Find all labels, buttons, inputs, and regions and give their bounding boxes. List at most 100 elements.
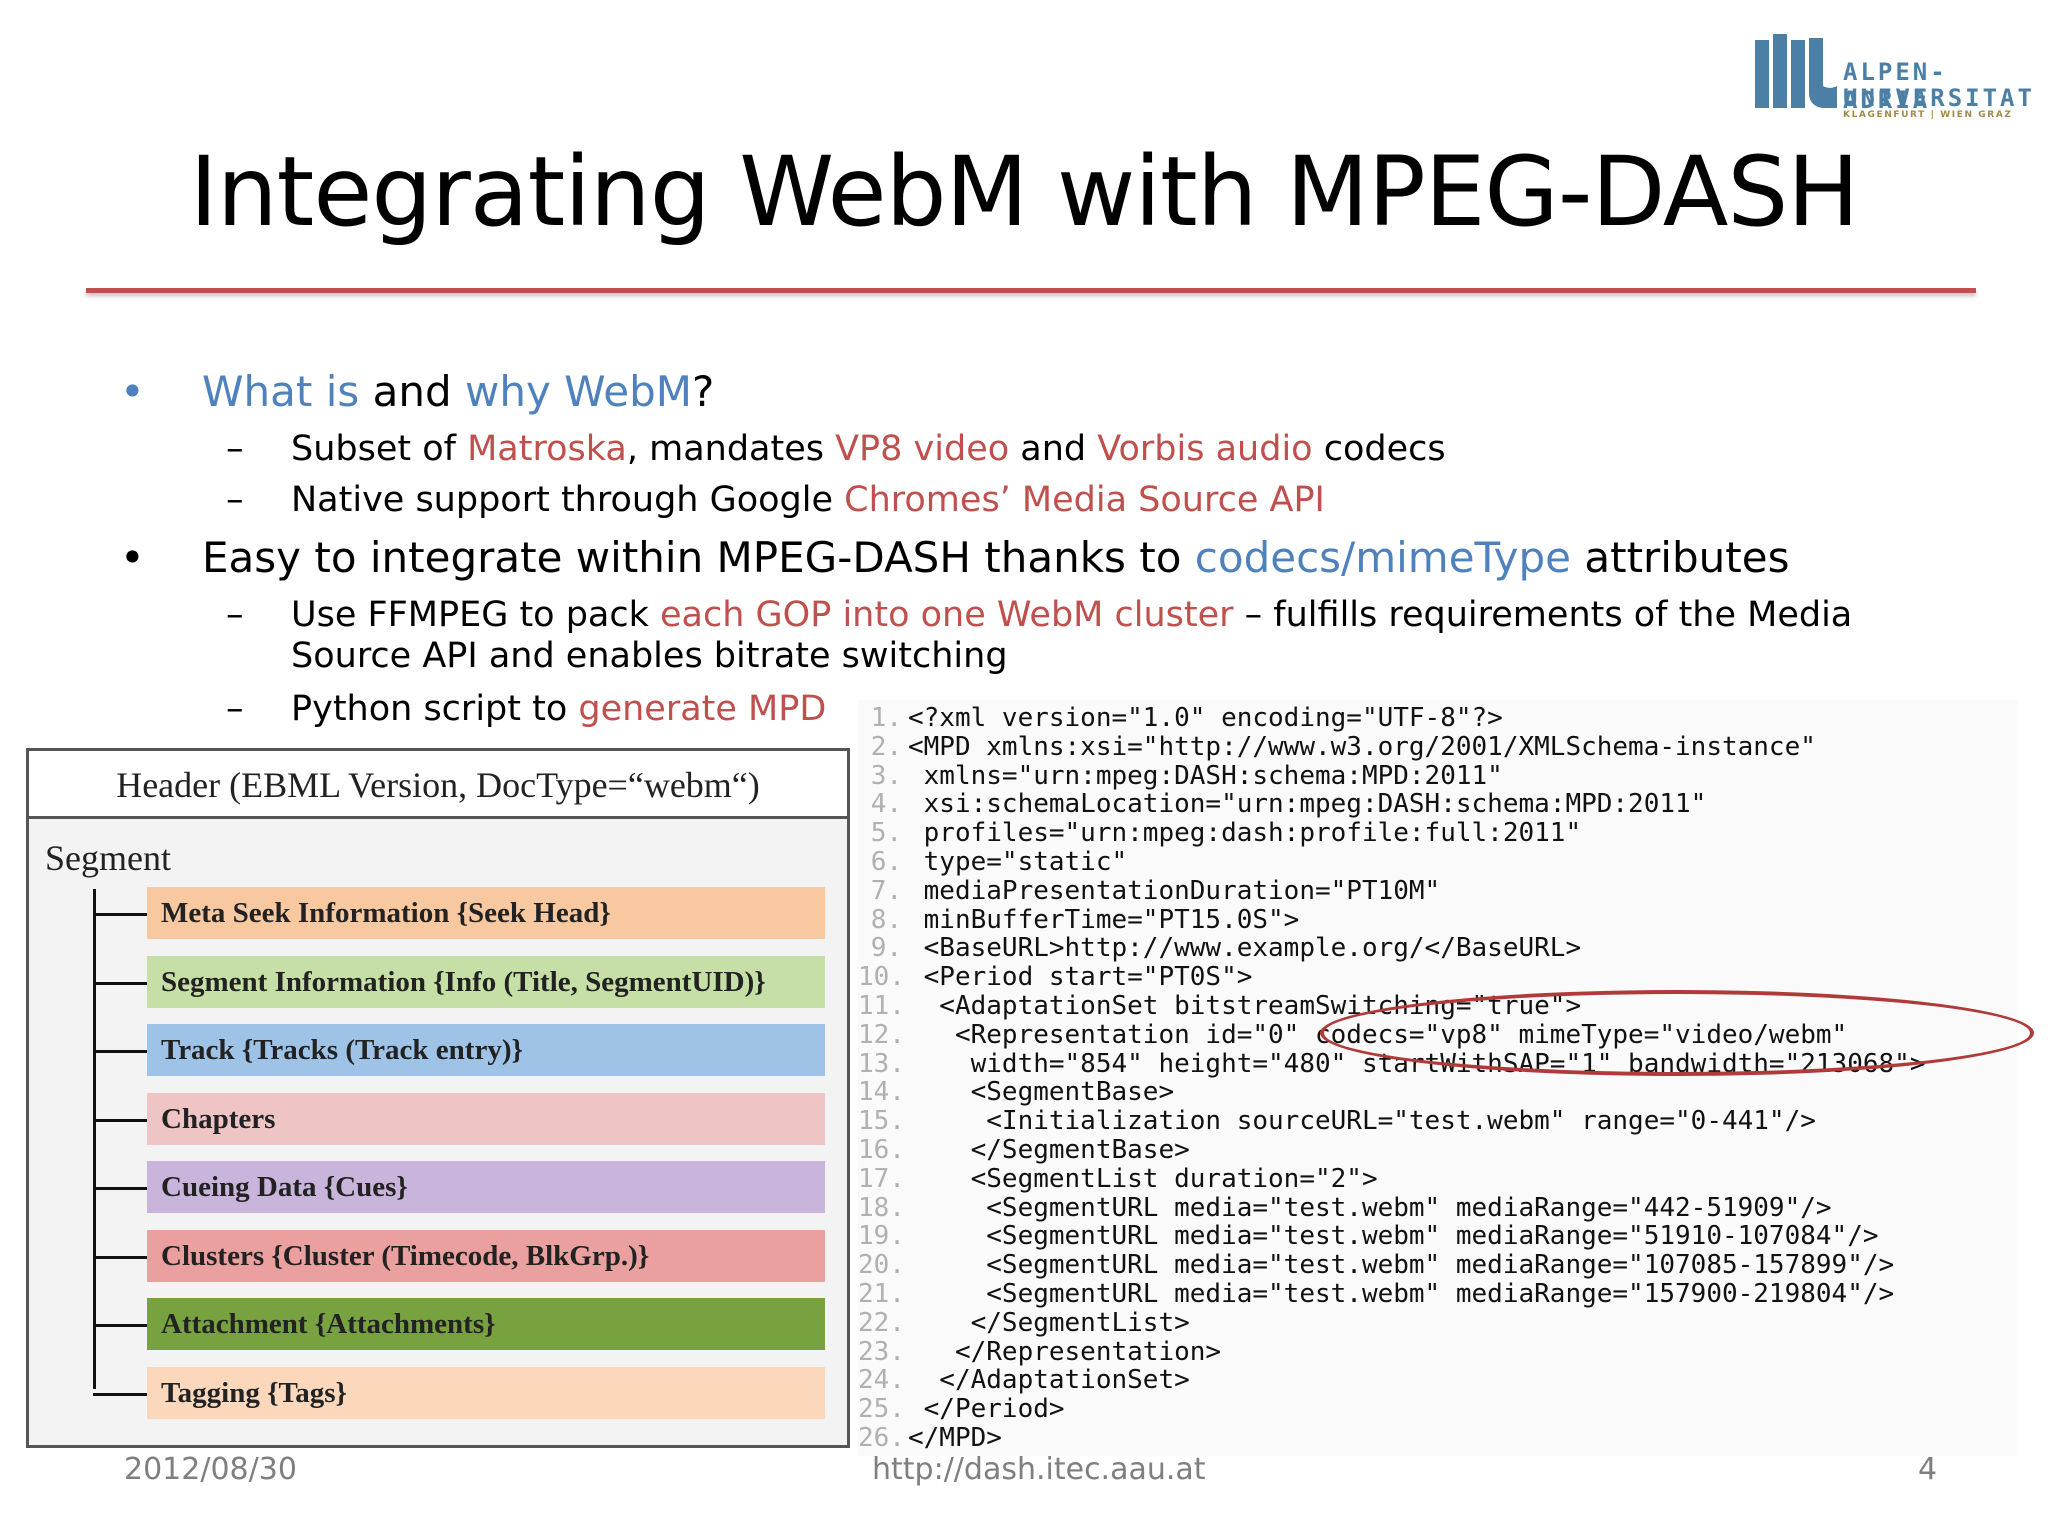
logo-text-line2: UNIVERSITAT [1843, 84, 2035, 112]
logo-text-line1: ALPEN-ADRIA [1843, 58, 1948, 114]
diagram-segment-label: Segment [45, 838, 171, 878]
code-line-text: </Representation> [908, 1336, 1222, 1367]
diagram-element-box: Segment Information {Info (Title, Segmen… [147, 955, 825, 1008]
bullet-marker: • [120, 533, 145, 582]
bullet-text-segment: and [1009, 429, 1098, 469]
bullet-text-segment: What is [202, 367, 360, 416]
code-line-text: <SegmentURL media="test.webm" mediaRange… [908, 1279, 1895, 1309]
code-line-text: <MPD xmlns:xsi="http://www.w3.org/2001/X… [908, 731, 1816, 762]
code-line-text: <SegmentURL media="test.webm" mediaRange… [908, 1221, 1879, 1252]
code-line-text: <Initialization sourceURL="test.webm" ra… [908, 1106, 1816, 1137]
code-line-number: 2. [870, 731, 902, 762]
sub-bullet-ffmpeg-continued: Source API and enables bitrate switching [291, 636, 1008, 676]
code-line-number: 26. [858, 1423, 905, 1453]
code-line-text: <?xml version="1.0" encoding="UTF-8"?> [908, 703, 1503, 733]
diagram-header: Header (EBML Version, DocType=“webm“) [29, 751, 847, 819]
code-line-text: </SegmentList> [908, 1307, 1190, 1338]
code-line-text: </MPD> [908, 1423, 1002, 1453]
bullet-text-segment: Use FFMPEG to pack [291, 595, 661, 635]
code-line-text: xsi:schemaLocation="urn:mpeg:DASH:schema… [908, 789, 1707, 820]
bullet-easy-integrate: Easy to integrate within MPEG-DASH thank… [202, 532, 1789, 584]
sub-bullet-python-script: Python script to generate MPD [291, 688, 826, 730]
code-line-text: <SegmentBase> [908, 1077, 1175, 1108]
code-line-number: 1. [870, 703, 902, 733]
diagram-branch-line [93, 1392, 173, 1396]
diagram-branch-line [93, 1187, 173, 1190]
diagram-branch-line [93, 981, 173, 985]
diagram-branch-line [93, 1324, 173, 1327]
code-line-number: 24. [858, 1365, 905, 1396]
code-line-number: 23. [858, 1336, 905, 1367]
logo-text-line3: KLAGENFURT | WIEN GRAZ [1843, 110, 2013, 120]
bullet-text-segment: Easy to integrate within MPEG-DASH thank… [202, 533, 1195, 582]
diagram-element-box: Attachment {Attachments} [147, 1298, 825, 1350]
bullet-text-segment: – fulfills requirements of the Media [1233, 595, 1853, 635]
code-line-number: 15. [858, 1106, 905, 1137]
sub-bullet-marker: – [226, 480, 244, 520]
sub-bullet-marker: – [226, 595, 244, 635]
bullet-text-segment: codecs [1312, 429, 1446, 469]
code-line-number: 21. [858, 1279, 905, 1309]
code-line-number: 14. [858, 1077, 905, 1108]
codecs-highlight-ellipse [1320, 990, 2034, 1076]
code-line-text: profiles="urn:mpeg:dash:profile:full:201… [908, 818, 1582, 849]
bullet-text-segment: codecs/mimeType [1194, 533, 1572, 582]
code-line-number: 25. [858, 1394, 905, 1425]
sub-bullet-marker: – [226, 429, 244, 469]
bullet-text-segment: Python script to [291, 689, 579, 729]
bullet-text-segment: Native support through Google [291, 480, 845, 520]
code-line-number: 3. [870, 760, 902, 791]
code-line-text: <SegmentURL media="test.webm" mediaRange… [908, 1250, 1895, 1281]
sub-bullet-native-support: Native support through Google Chromes’ M… [291, 479, 1325, 521]
code-line-number: 17. [858, 1163, 905, 1194]
title-divider [86, 288, 1976, 293]
code-line-text: <SegmentURL media="test.webm" mediaRange… [908, 1192, 1832, 1223]
code-line-number: 12. [858, 1019, 905, 1050]
code-line-text: minBufferTime="PT15.0S"> [908, 904, 1300, 935]
diagram-branch-line [93, 913, 173, 916]
diagram-branch-line [93, 1118, 173, 1122]
code-line-number: 18. [858, 1192, 905, 1223]
code-line-number: 16. [858, 1135, 905, 1165]
bullet-text-segment: Subset of [291, 429, 468, 469]
diagram-element-box: Meta Seek Information {Seek Head} [147, 887, 825, 939]
sub-bullet-matroska: Subset of Matroska, mandates VP8 video a… [291, 428, 1446, 470]
sub-bullet-ffmpeg: Use FFMPEG to pack each GOP into one Web… [291, 594, 1852, 636]
diagram-element-box: Track {Tracks (Track entry)} [147, 1024, 825, 1076]
code-line-number: 22. [858, 1307, 905, 1338]
bullet-text-segment: attributes [1571, 533, 1790, 582]
bullet-text-segment: each GOP into one WebM cluster [660, 595, 1234, 635]
code-line-number: 7. [870, 875, 902, 906]
bullet-text-segment: generate MPD [578, 689, 827, 729]
bullet-text-segment: Vorbis audio [1097, 429, 1313, 469]
code-line-number: 20. [858, 1250, 905, 1281]
code-line-number: 19. [858, 1221, 905, 1252]
university-logo: ALPEN-ADRIA UNIVERSITAT KLAGENFURT | WIE… [1755, 34, 2032, 124]
diagram-branch-line [93, 1255, 173, 1259]
diagram-element-box: Chapters [147, 1092, 825, 1145]
code-line-text: xmlns="urn:mpeg:DASH:schema:MPD:2011" [908, 760, 1503, 791]
code-line-text: <SegmentList duration="2"> [908, 1163, 1378, 1194]
slide-title: Integrating WebM with MPEG-DASH [189, 136, 1860, 248]
sub-bullet-marker: – [226, 689, 244, 729]
code-line-text: <BaseURL>http://www.example.org/</BaseUR… [908, 933, 1582, 964]
university-logo-mark-icon [1755, 34, 1837, 108]
bullet-text-segment: , mandates [626, 429, 836, 469]
bullet-text-segment: ? [691, 367, 715, 416]
code-line-text: type="static" [908, 847, 1128, 877]
code-line-text: mediaPresentationDuration="PT10M" [908, 875, 1441, 906]
mpd-code-listing: 1.<?xml version="1.0" encoding="UTF-8"?>… [858, 700, 2018, 1456]
code-line-text: <Period start="PT0S"> [908, 962, 1253, 993]
code-line-number: 13. [858, 1048, 905, 1079]
code-line-text: </AdaptationSet> [908, 1365, 1190, 1396]
bullet-marker: • [120, 367, 145, 416]
bullet-text-segment: and [359, 367, 465, 416]
code-line-number: 5. [870, 818, 902, 849]
footer-page-number: 4 [1918, 1452, 1938, 1487]
diagram-branch-line [93, 1050, 173, 1053]
code-line-number: 6. [870, 847, 902, 877]
bullet-text-segment: why WebM [464, 367, 692, 416]
diagram-tree-line [93, 889, 96, 1389]
diagram-element-box: Cueing Data {Cues} [147, 1161, 825, 1213]
footer-url: http://dash.itec.aau.at [872, 1452, 1206, 1487]
